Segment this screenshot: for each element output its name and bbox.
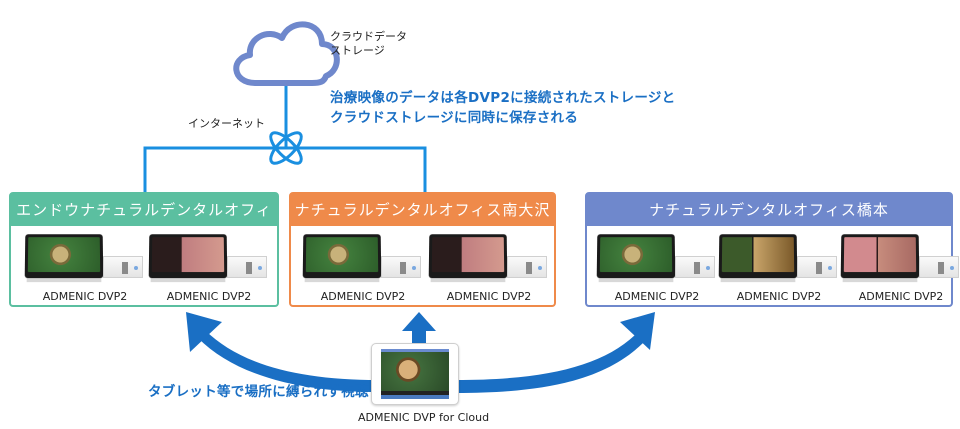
arrow-up-icon bbox=[402, 312, 436, 346]
storage-note-line1: 治療映像のデータは各DVP2に接続されたストレージと bbox=[330, 90, 676, 106]
device-label: ADMENIC DVP2 bbox=[166, 290, 252, 303]
network-hub-icon bbox=[269, 131, 303, 165]
cloud-label-line2: ストレージ bbox=[330, 44, 385, 57]
device-dvp2: ADMENIC DVP2 bbox=[24, 234, 145, 304]
office-card-endo: エンドウナチュラルデンタルオフィス ADMENIC DVP2 ADMENIC D… bbox=[9, 192, 279, 307]
cloud-storage-label: クラウドデータ ストレージ bbox=[330, 30, 407, 58]
recorder-unit-icon bbox=[507, 256, 547, 278]
cloud-icon bbox=[233, 21, 340, 86]
monitor-icon bbox=[302, 234, 382, 283]
tablet-icon bbox=[371, 343, 459, 405]
monitor-icon bbox=[24, 234, 104, 283]
office-card-minamiosawa: ナチュラルデンタルオフィス南大沢 ADMENIC DVP2 ADMENIC DV… bbox=[289, 192, 556, 307]
recorder-unit-icon bbox=[227, 256, 267, 278]
recorder-unit-icon bbox=[103, 256, 143, 278]
monitor-icon bbox=[840, 234, 920, 283]
storage-note-line2: クラウドストレージに同時に保存される bbox=[330, 110, 579, 126]
arrow-right-curve-icon bbox=[456, 312, 655, 393]
arrow-left-curve-icon bbox=[186, 312, 378, 392]
device-label: ADMENIC DVP2 bbox=[446, 290, 532, 303]
device-dvp2: ADMENIC DVP2 bbox=[428, 234, 549, 304]
device-label: ADMENIC DVP2 bbox=[320, 290, 406, 303]
monitor-icon bbox=[596, 234, 676, 283]
tablet-caption: タブレット等で場所に縛られず視聴 bbox=[148, 384, 369, 400]
tablet-screen bbox=[381, 349, 449, 399]
monitor-icon bbox=[148, 234, 228, 283]
office-title: ナチュラルデンタルオフィス南大沢 bbox=[291, 194, 554, 226]
device-dvp2: ADMENIC DVP2 bbox=[302, 234, 423, 304]
device-label: ADMENIC DVP2 bbox=[42, 290, 128, 303]
device-label: ADMENIC DVP2 bbox=[858, 290, 944, 303]
office-bus-line bbox=[143, 146, 427, 192]
recorder-unit-icon bbox=[675, 256, 715, 278]
cloud-label-line1: クラウドデータ bbox=[330, 30, 407, 43]
recorder-unit-icon bbox=[919, 256, 959, 278]
monitor-icon bbox=[428, 234, 508, 283]
device-dvp2: ADMENIC DVP2 bbox=[718, 234, 839, 304]
device-label: ADMENIC DVP2 bbox=[736, 290, 822, 303]
tablet-label: ADMENIC DVP for Cloud bbox=[358, 411, 490, 424]
device-dvp2: ADMENIC DVP2 bbox=[840, 234, 960, 304]
office-card-hashimoto: ナチュラルデンタルオフィス橋本 ADMENIC DVP2 ADMENIC DVP… bbox=[585, 192, 959, 307]
device-dvp2: ADMENIC DVP2 bbox=[596, 234, 717, 304]
device-dvp2: ADMENIC DVP2 bbox=[148, 234, 269, 304]
recorder-unit-icon bbox=[381, 256, 421, 278]
recorder-unit-icon bbox=[797, 256, 837, 278]
monitor-icon bbox=[718, 234, 798, 283]
internet-label: インターネット bbox=[188, 117, 265, 130]
office-title: エンドウナチュラルデンタルオフィス bbox=[11, 194, 277, 251]
device-label: ADMENIC DVP2 bbox=[614, 290, 700, 303]
storage-note: 治療映像のデータは各DVP2に接続されたストレージと クラウドストレージに同時に… bbox=[330, 88, 675, 128]
office-title: ナチュラルデンタルオフィス橋本 bbox=[587, 194, 951, 226]
